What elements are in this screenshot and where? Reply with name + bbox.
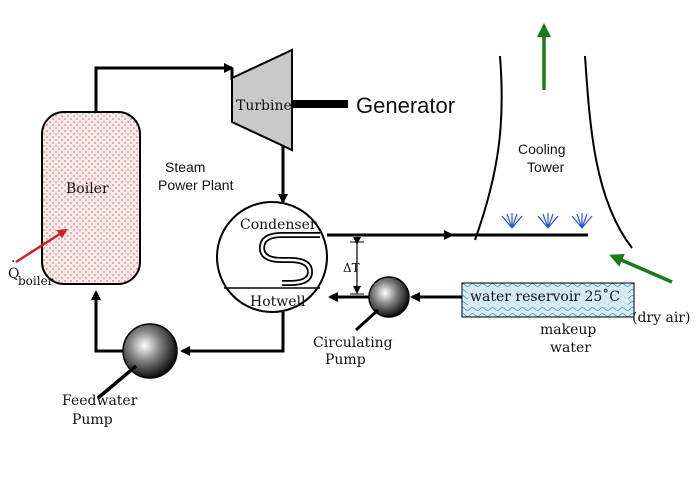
feedwater-pump-label: Pump (72, 412, 113, 428)
boiler (41, 111, 141, 285)
condenser-coil-inner (260, 233, 320, 285)
q-dot: · (11, 254, 15, 270)
heat-input-arrow (15, 228, 68, 264)
circulating-pump-label: Circulating (313, 335, 393, 351)
turbine-label-box (234, 95, 290, 115)
cooling-tower-left-wall (474, 55, 503, 241)
dry-air-label: (dry air) (632, 310, 690, 326)
water-reservoir-label-bg (468, 288, 628, 305)
condensate-pipe (180, 312, 285, 356)
q-boiler-symbol: Q (8, 266, 19, 282)
makeup-label: makeup (540, 322, 596, 338)
q-boiler-subscript: boiler (18, 274, 54, 288)
water-reservoir-label: water reservoir 25˚C (470, 288, 620, 305)
hotwell-label: Hotwell (250, 294, 306, 310)
feedwater-pipe (91, 290, 123, 353)
generator-label: Generator (356, 93, 455, 118)
delta-t-label: ΔT (343, 261, 360, 275)
dry-air-arrow (609, 253, 673, 284)
power-plant-label: Power Plant (158, 177, 234, 193)
steam-pipe (94, 63, 234, 112)
condenser-label: Condenser (240, 217, 317, 233)
spray-nozzles (501, 213, 593, 229)
cooling-tower-right-wall (584, 55, 633, 249)
makeup-water-label: water (550, 340, 591, 356)
boiler-label: Boiler (66, 181, 109, 197)
circulating-pump-label-2: Pump (325, 352, 366, 368)
circulating-pump-leg (354, 308, 380, 332)
turbine-label: Turbine (236, 98, 292, 114)
feedwater-label: Feedwater (62, 393, 138, 409)
steam-label: Steam (165, 159, 205, 175)
feedwater-pump-leg (96, 364, 138, 400)
generator-shaft (292, 100, 348, 108)
cooling-label: Cooling (518, 141, 565, 157)
tower-label: Tower (527, 159, 565, 175)
